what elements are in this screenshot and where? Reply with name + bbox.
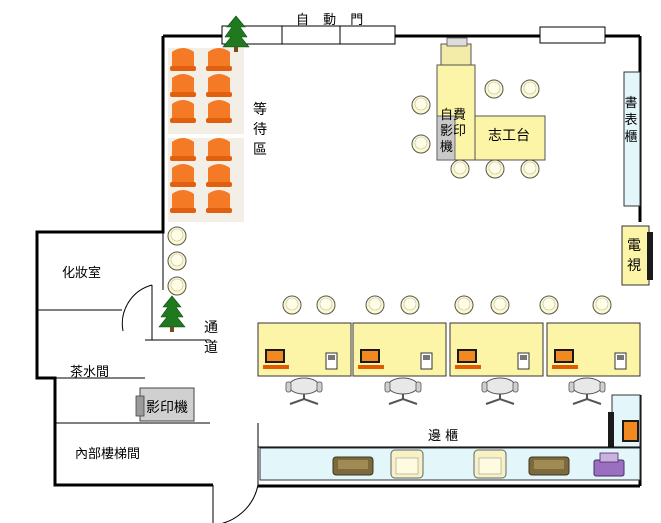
workstation (546, 322, 641, 377)
side-cabinet (259, 447, 641, 481)
printer-icon (593, 452, 625, 477)
plant-icon (158, 295, 186, 333)
auto-door-label: 自 動 門 (296, 13, 369, 28)
bookshelf (623, 71, 641, 207)
passage-label: 通道 (204, 320, 218, 356)
tea-room-label: 茶水間 (70, 365, 110, 380)
waiting-area-label: 等待區 (253, 102, 267, 158)
self-print-label: 自費影印機 (440, 108, 467, 155)
volunteer-desk-label: 志工台 (488, 128, 530, 144)
copier-label: 影印機 (146, 400, 188, 416)
tv (621, 225, 650, 286)
stairs-label: 內部樓梯間 (75, 447, 141, 462)
walls (35, 34, 642, 488)
tv-label: 電視 (627, 238, 641, 274)
makeup-room-label: 化妝室 (62, 266, 102, 281)
copier (135, 387, 195, 422)
workstation (352, 322, 447, 377)
waiting-area (168, 48, 244, 222)
volunteer-desk (474, 115, 546, 161)
auto-door (221, 25, 606, 45)
plant-icon (222, 15, 250, 53)
bookshelf-label: 書表櫃 (624, 96, 638, 145)
workstation (257, 322, 352, 377)
workstation (449, 322, 544, 377)
side-cabinet-label: 邊 櫃 (428, 429, 459, 444)
self-print-machine (436, 37, 476, 161)
